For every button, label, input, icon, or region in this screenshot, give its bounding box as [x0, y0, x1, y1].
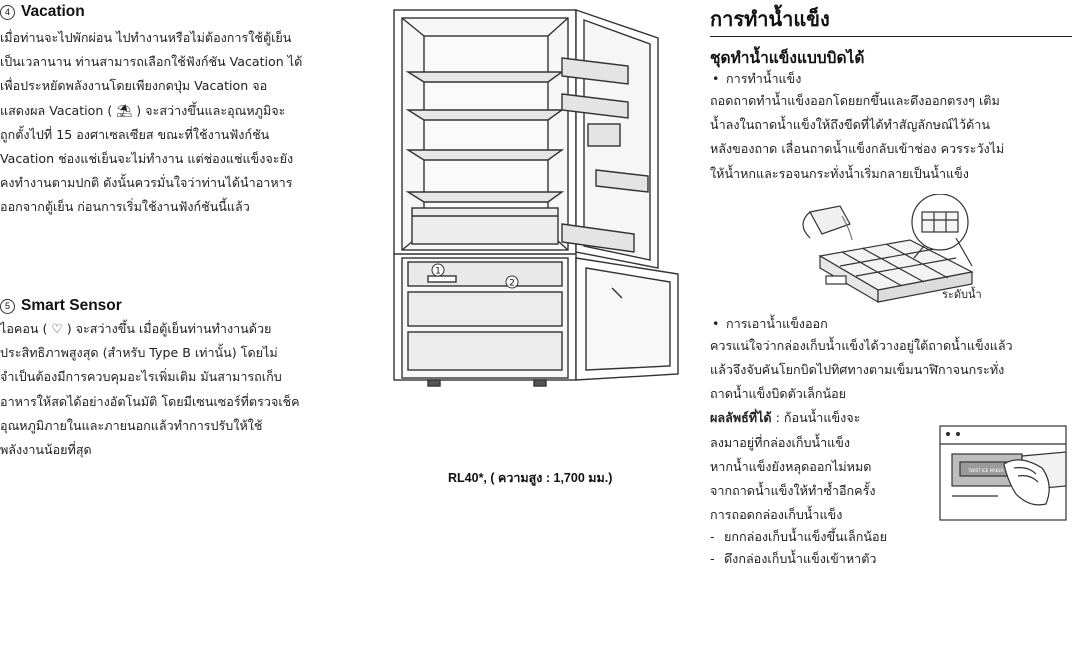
vacation-line: เมื่อท่านจะไปพักผ่อน ไปทำงานหรือไม่ต้องก… [0, 30, 292, 45]
smart-sensor-line: อุณหภูมิภายในและภายนอกแล้วทำการปรับให้ใช… [0, 417, 263, 433]
result-line: หากน้ำแข็งยังหลุดออกไม่หมด [710, 458, 872, 474]
smart-sensor-line: พลังงานน้อยที่สุด [0, 442, 92, 458]
page-title: การทำน้ำแข็ง [710, 0, 1072, 37]
ice-making-line: ให้น้ำหกและรอจนกระทั่งน้ำเริ่มกลายเป็นน้… [710, 165, 969, 181]
vacation-heading: 4 Vacation [0, 2, 358, 22]
bullet-ice-making: การทำน้ำแข็ง [710, 69, 1072, 89]
panel-text: TWIST ICE MAKER [967, 468, 1004, 473]
ice-removal-line: แล้วจึงจับคันโยกบิดไปทิศทางตามเข็มนาฬิกา… [710, 362, 1005, 378]
ice-making-line: หลังของถาด เลื่อนถาดน้ำแข็งกลับเข้าช่อง … [710, 141, 1005, 157]
ice-removal-line: ควรแน่ใจว่ากล่องเก็บน้ำแข็งได้วางอยู่ใต้… [710, 337, 1013, 353]
bullet-ice-removal: การเอาน้ำแข็งออก [710, 314, 1072, 334]
smart-sensor-heading: 5 Smart Sensor [0, 296, 358, 316]
water-level-label: ระดับน้ำ [942, 286, 982, 301]
ice-making-paragraph: ถอดถาดทำน้ำแข็งออกโดยยกขึ้นและดึงออกตรงๆ… [710, 89, 1072, 186]
result-line: ผลลัพธ์ที่ได้ : ก้อนน้ำแข็งจะ [710, 406, 932, 430]
smart-sensor-line: ประสิทธิภาพสูงสุด (สำหรับ Type B เท่านั้… [0, 345, 278, 361]
result-line: การถอดกล่องเก็บน้ำแข็ง [710, 507, 843, 523]
result-line: ลงมาอยู่ที่กล่องเก็บน้ำแข็ง [710, 434, 851, 450]
fridge-label-2: 2 [509, 279, 515, 289]
ice-making-line: ถอดถาดทำน้ำแข็งออกโดยยกขึ้นและดึงออกตรงๆ… [710, 93, 1000, 108]
ice-bucket-illustration: TWIST ICE MAKER [939, 425, 1067, 522]
vacation-line: ออกจากตู้เย็น ก่อนการเริ่มใช้งานฟังก์ชัน… [0, 199, 250, 215]
result-label: ผลลัพธ์ที่ได้ [710, 410, 772, 426]
ice-tray-illustration: ระดับน้ำ [802, 193, 982, 303]
vacation-line: ถูกตั้งไปที่ 15 องศาเซลเซียส ขณะที่ใช้งา… [0, 126, 270, 142]
smart-sensor-section: 5 Smart Sensor ไอคอน ( ♡ ) จะสว่างขึ้น เ… [0, 296, 358, 462]
right-column: การทำน้ำแข็ง ชุดทำน้ำแข็งแบบบิดได้ การทำ… [710, 0, 1072, 570]
section-subtitle: ชุดทำน้ำแข็งแบบบิดได้ [710, 49, 865, 67]
ice-removal-line: ถาดน้ำแข็งบิดตัวเล็กน้อย [710, 386, 847, 402]
circled-number-4: 4 [0, 4, 15, 20]
refrigerator-illustration: 1 2 [393, 9, 679, 387]
fridge-caption: RL40*, ( ความสูง : 1,700 มม.) [448, 471, 613, 485]
vacation-line: Vacation ช่องแช่เย็นจะไม่ทำงาน แต่ช่องแช… [0, 151, 294, 167]
vacation-line: เป็นเวลานาน ท่านสามารถเลือกใช้ฟังก์ชัน V… [0, 54, 303, 70]
ice-making-line: น้ำลงในถาดน้ำแข็งให้ถึงขีดที่ได้ทำสัญลัก… [710, 117, 990, 133]
step-item: ดึงกล่องเก็บน้ำแข็งเข้าหาตัว [710, 548, 1072, 570]
step-item: ยกกล่องเก็บน้ำแข็งขึ้นเล็กน้อย [710, 526, 1072, 548]
smart-sensor-line: ไอคอน ( ♡ ) จะสว่างขึ้น เมื่อตู้เย็นท่าน… [0, 321, 272, 336]
result-block: ผลลัพธ์ที่ได้ : ก้อนน้ำแข็งจะ ลงมาอยู่ที… [710, 406, 1072, 526]
result-line: จากถาดน้ำแข็งให้ทำซ้ำอีกครั้ง [710, 483, 876, 499]
vacation-line: แสดงผล Vacation ( ⛱ ) จะสว่างขึ้นและอุณห… [0, 102, 286, 118]
result-text: : ก้อนน้ำแข็งจะ [771, 410, 861, 426]
removal-steps: ยกกล่องเก็บน้ำแข็งขึ้นเล็กน้อย ดึงกล่องเ… [710, 526, 1072, 570]
fridge-label-1: 1 [435, 267, 441, 277]
ice-removal-paragraph: ควรแน่ใจว่ากล่องเก็บน้ำแข็งได้วางอยู่ใต้… [710, 334, 1072, 407]
smart-sensor-line: จำเป็นต้องมีการควบคุมอะไรเพิ่มเติม มันสา… [0, 369, 282, 385]
vacation-title: Vacation [21, 3, 85, 20]
vacation-line: เพื่อประหยัดพลังงานโดยเพียงกดปุ่ม Vacati… [0, 78, 268, 94]
vacation-section: 4 Vacation เมื่อท่านจะไปพักผ่อน ไปทำงานห… [0, 2, 358, 220]
circled-number-5: 5 [0, 298, 15, 314]
smart-sensor-line: อาหารให้สดได้อย่างอัตโนมัติ โดยมีเซนเซอร… [0, 393, 300, 409]
vacation-line: คงทำงานตามปกติ ดังนั้นควรมั่นใจว่าท่านได… [0, 175, 293, 191]
smart-sensor-title: Smart Sensor [21, 297, 122, 314]
